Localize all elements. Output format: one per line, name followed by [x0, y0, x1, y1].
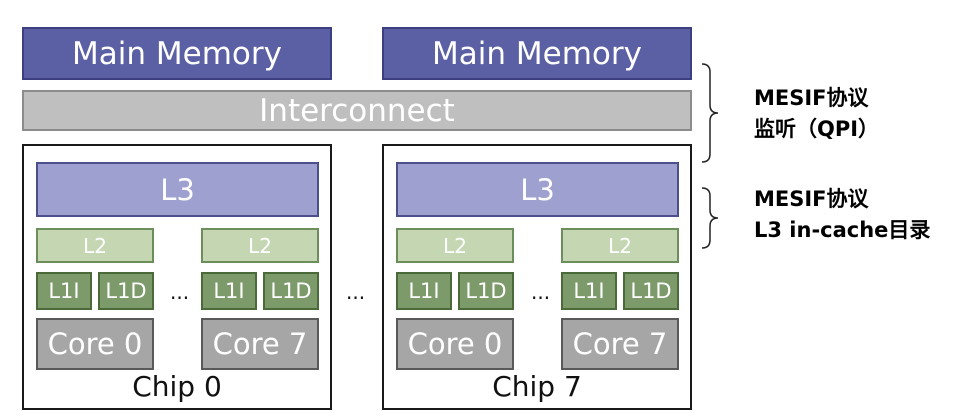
chip-0-core-0-l1i-cache: L1I: [36, 272, 92, 310]
chip-0-l3-cache: L3: [36, 162, 319, 217]
chip-7-core-7-l1d-cache: L1D: [623, 272, 679, 310]
chip-ellipsis: ...: [346, 280, 366, 304]
chip-0-core-7-l1i-cache: L1I: [201, 272, 257, 310]
main-memory-1: Main Memory: [382, 27, 692, 80]
chip-7-core-7: Core 7: [561, 318, 679, 370]
chip-7-l3-cache: L3: [396, 162, 679, 217]
note-directory: MESIF协议 L3 in-cache目录: [754, 184, 930, 246]
chip-0-core-0-l2-cache: L2: [36, 228, 154, 263]
chip-7-core-0-l2-cache: L2: [396, 228, 514, 263]
chip-0-core-7-l1d-cache: L1D: [263, 272, 319, 310]
note-directory-line2: L3 in-cache目录: [754, 218, 931, 242]
chip-7-core-0: Core 0: [396, 318, 514, 370]
chip-0-core-0-l1d-cache: L1D: [98, 272, 154, 310]
chip-7-core-7-l1i-cache: L1I: [561, 272, 617, 310]
chip-7-label: Chip 7: [492, 370, 582, 403]
chip-7-core-0-l1i-cache: L1I: [396, 272, 452, 310]
chip-7-core-7-l2-cache: L2: [561, 228, 679, 263]
note-snooping-line1: MESIF协议: [754, 86, 869, 110]
chip-0-core-0: Core 0: [36, 318, 154, 370]
chip-7-core-0-l1d-cache: L1D: [458, 272, 514, 310]
main-memory-0: Main Memory: [22, 27, 332, 80]
brace-snooping: [701, 63, 719, 163]
chip-0-core-ellipsis: ...: [170, 280, 190, 304]
interconnect-bar: Interconnect: [22, 90, 692, 131]
note-directory-line1: MESIF协议: [754, 187, 869, 211]
chip-0-core-7: Core 7: [201, 318, 319, 370]
brace-directory: [701, 187, 719, 249]
chip-0-core-7-l2-cache: L2: [201, 228, 319, 263]
chip-0-label: Chip 0: [132, 370, 222, 403]
note-snooping: MESIF协议 监听（QPI）: [754, 83, 879, 145]
note-snooping-line2: 监听（QPI）: [754, 117, 880, 141]
chip-7-core-ellipsis: ...: [531, 280, 551, 304]
